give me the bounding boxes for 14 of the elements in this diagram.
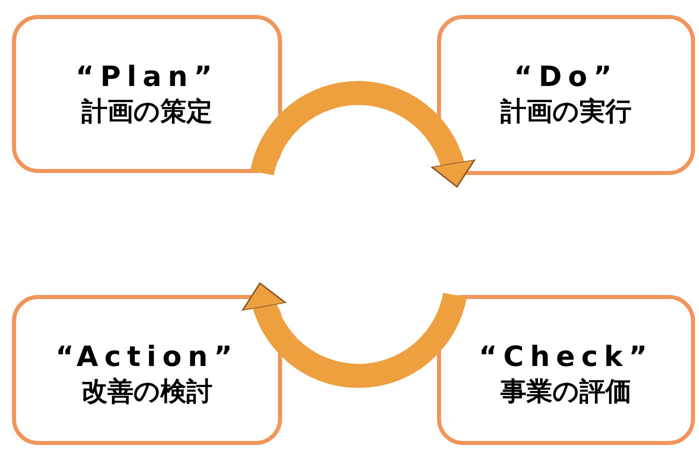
- phase-title: “Action”: [56, 339, 238, 375]
- phase-title: “Do”: [514, 59, 618, 95]
- phase-box: [437, 15, 695, 175]
- phase-title: “Plan”: [76, 59, 218, 95]
- phase-box: [12, 15, 282, 173]
- phase-box: [437, 295, 695, 445]
- phase-box: [12, 295, 282, 445]
- cycle-arrow: [250, 81, 474, 188]
- phase-description: 事業の評価: [500, 376, 632, 409]
- phase-description: 計画の策定: [82, 96, 212, 129]
- phase-description: 改善の検討: [82, 376, 212, 409]
- cycle-arrow: [242, 282, 467, 388]
- phase-title: “Check”: [478, 339, 654, 375]
- phase-description: 計画の実行: [500, 96, 632, 129]
